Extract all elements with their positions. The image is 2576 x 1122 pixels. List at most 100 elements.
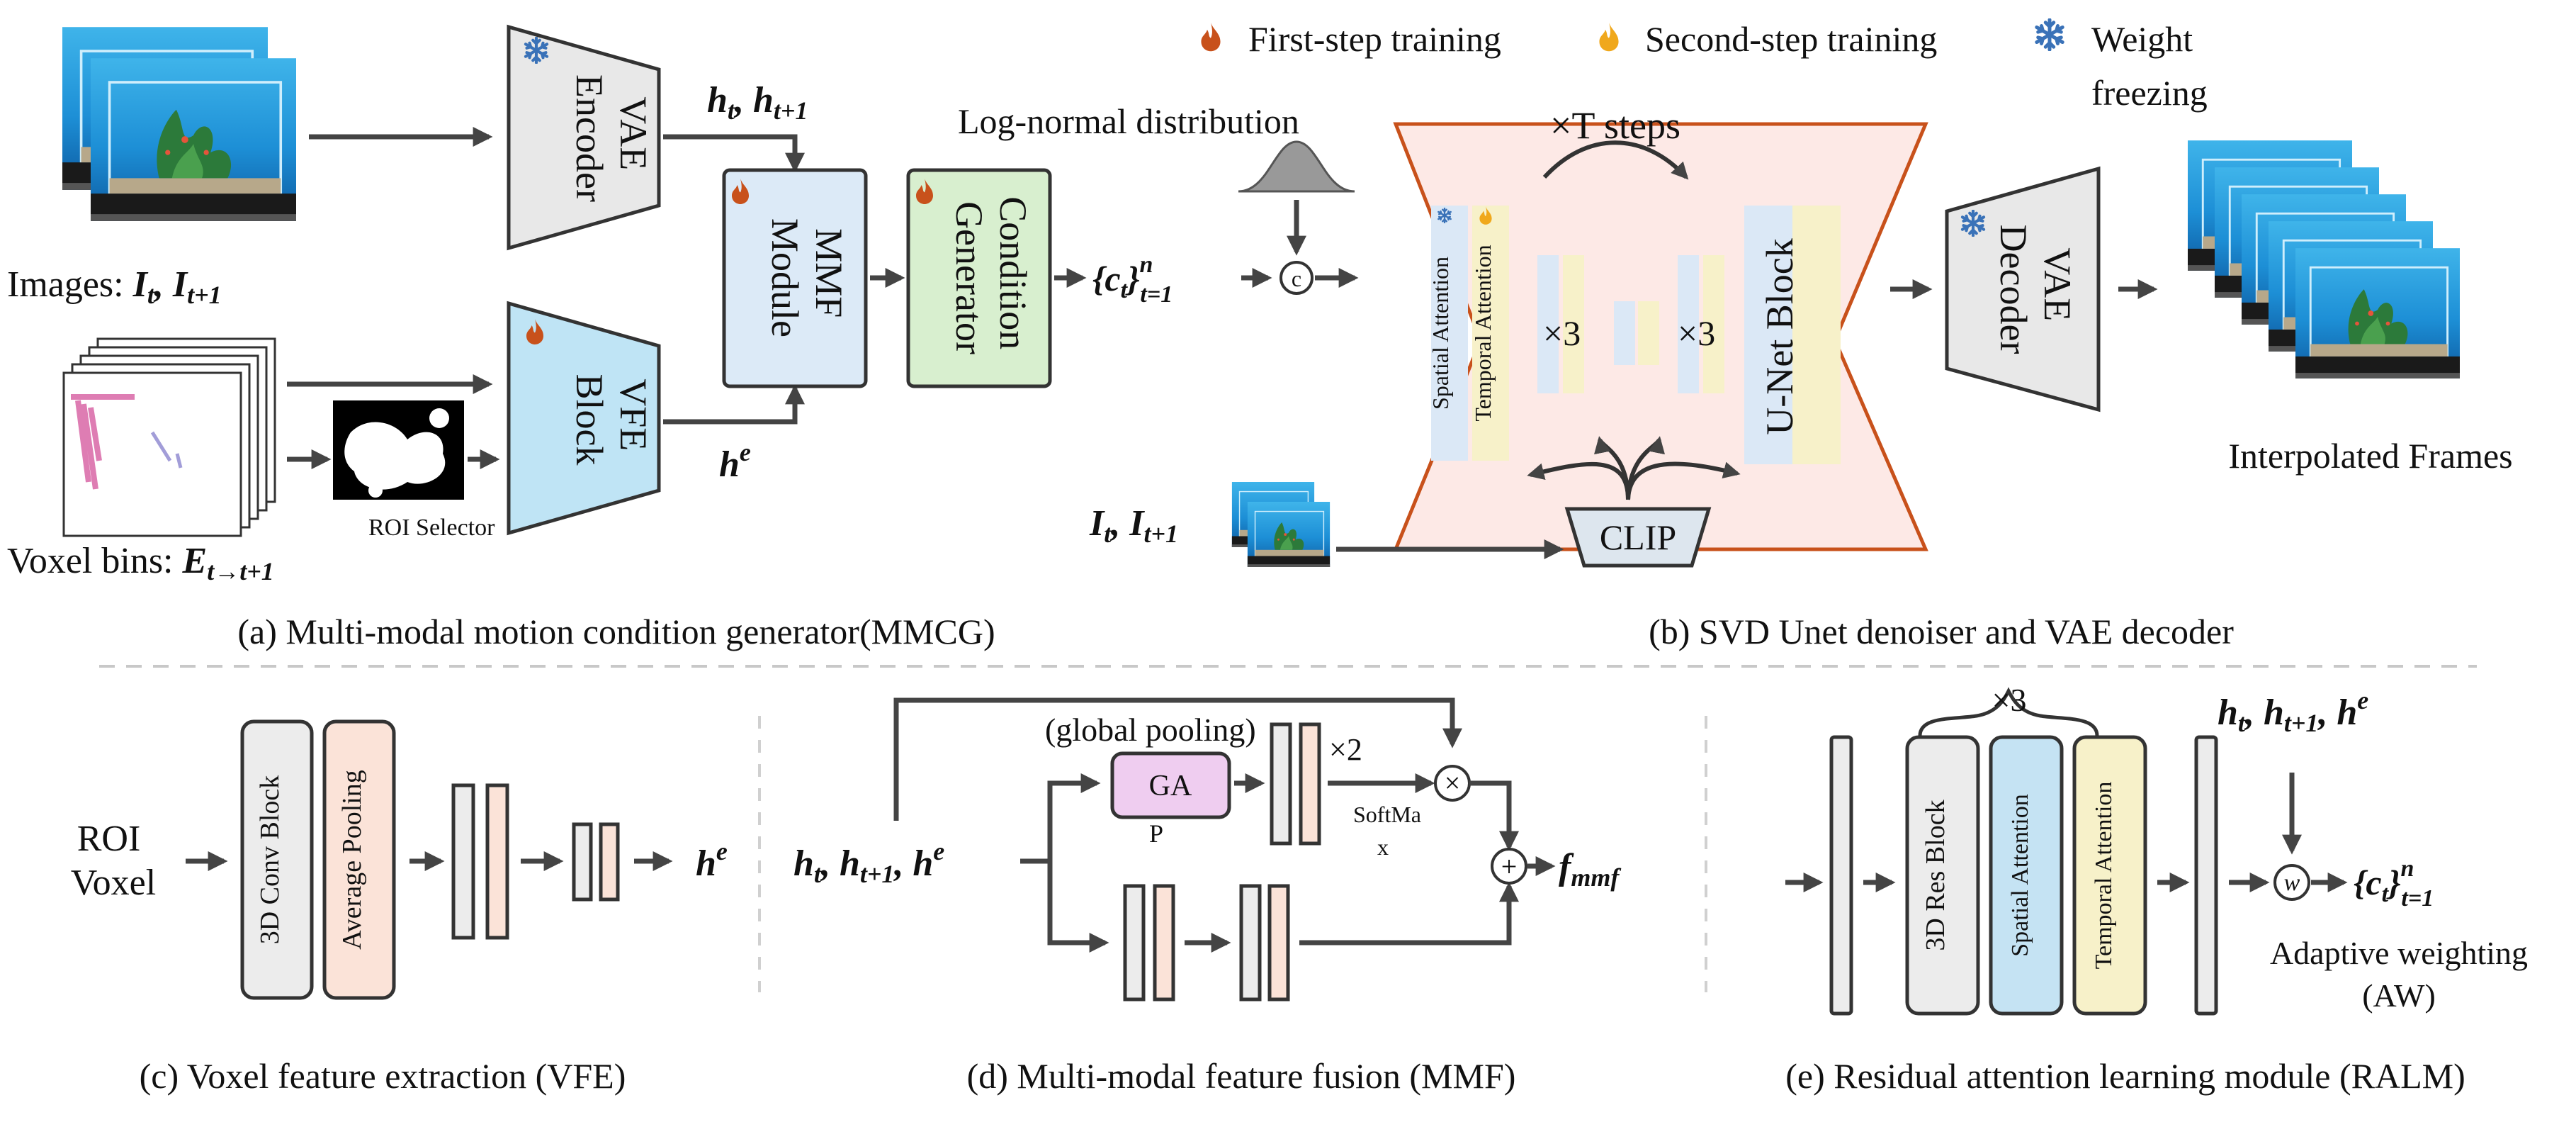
t-steps-label: ×T steps [1550,104,1680,147]
loop-arrow [1542,140,1689,180]
vae-encoder-line1: VAE [612,96,655,170]
roi-mask [333,400,464,500]
flame-icon [1201,22,1221,52]
vae-decoder: VAE Decoder [1945,166,2101,413]
feature-bars [1239,884,1290,1002]
vfe-output: he [696,837,728,884]
svd-input-math: It, It+1 [1089,503,1178,548]
svg-text:Images: It, It+1: Images: It, It+1 [7,264,222,309]
times3-b: ×3 [1678,313,1715,353]
svd-input-images [1231,482,1331,567]
res-block: 3D Res Block [1905,735,1980,1016]
svg-text:Condition Generator: Condition Generator [948,196,1034,359]
avg-pool-label: Average Pooling [337,770,367,950]
svg-text:VFE Block: VFE Block [568,374,655,466]
conv-block-label: 3D Conv Block [255,775,285,945]
legend-freeze-line2: freezing [2091,73,2208,113]
flame-icon [1599,22,1619,52]
w-symbol: w [2284,870,2300,896]
ralm-spatial-label: Spatial Attention [2007,794,2033,956]
caption-d: (d) Multi-modal feature fusion (MMF) [967,1056,1516,1096]
temporal-attention-label: Temporal Attention [1470,245,1496,421]
svg-text:VAE Encoder: VAE Encoder [568,74,655,202]
images-math: It, It+1 [132,264,222,309]
legend-freeze-line1: Weight [2091,19,2193,59]
snowflake-icon [2037,20,2062,50]
lognormal-curve [1238,140,1355,193]
arrow [1299,882,1519,946]
mmf-module: MMF Module [722,168,868,388]
multiply-symbol: × [1445,767,1461,799]
clip-label: CLIP [1600,517,1676,557]
h-e-label: he [719,438,751,485]
vae-decoder-line2: Decoder [1992,225,2035,354]
panel-vfe: ROI Voxel 3D Conv Block Average Pooling … [71,719,728,1096]
feature-bar [2194,735,2218,1016]
cg-line2: Generator [948,201,990,354]
gap-block: GA P [1110,751,1231,848]
arrow [663,384,805,425]
panel-mmf: ht, ht+1, he (global pooling) GA P ×2 So… [793,697,1621,1096]
caption-b: (b) SVD Unet denoiser and VAE decoder [1649,612,2234,651]
mmf-input: ht, ht+1, he [793,837,944,888]
res-block-label: 3D Res Block [1921,800,1950,950]
spatial-attention-block: Spatial Attention [1428,206,1468,461]
times2-label: ×2 [1329,732,1362,767]
caption-e: (e) Residual attention learning module (… [1785,1056,2465,1096]
panel-mmcg: Images: It, It+1 Voxel bins: Et→t+1 ROI … [7,24,1359,651]
vae-encoder-line2: Encoder [568,74,611,202]
legend-first-step: First-step training [1248,19,1501,59]
panel-svd: ×T steps Spatial Attention Temporal Atte… [1089,104,2513,651]
clip-encoder: CLIP [1564,507,1712,568]
global-pooling-label: (global pooling) [1045,712,1256,748]
concat-symbol: c [1292,266,1301,291]
times3-a: ×3 [1543,313,1581,353]
svg-text:Voxel bins: Et→t+1: Voxel bins: Et→t+1 [7,541,274,585]
plus-symbol: + [1501,851,1518,882]
vfe-block: VFE Block [507,301,661,536]
voxel-bins-stack [62,337,276,537]
ralm-h-inputs: ht, ht+1, he [2218,686,2368,737]
vfe-input-line1: ROI [77,819,141,859]
vae-decoder-line1: VAE [2036,247,2079,321]
vae-encoder: VAE Encoder [507,24,661,251]
aw-line1: Adaptive weighting [2270,935,2528,971]
panel-ralm: ×3 3D Res Block Spatial Attention Tempor… [1785,682,2528,1096]
mmf-line1: MMF [808,228,850,318]
skip-connection [893,697,1462,821]
lognormal-label: Log-normal distribution [958,101,1299,141]
concat-node [1279,261,1314,295]
ralm-temporal-label: Temporal Attention [2091,782,2117,970]
conv-block: 3D Conv Block [240,719,314,1000]
voxel-label: Voxel bins: [7,541,183,581]
ralm-spatial-attention: Spatial Attention [1989,735,2064,1016]
feature-bars [572,822,620,902]
ralm-times3: ×3 [1992,682,2027,718]
ralm-temporal-attention: Temporal Attention [2072,735,2147,1016]
legend-second-step: Second-step training [1645,19,1937,59]
images-label: Images: [7,264,133,305]
mmf-output: fmmf [1559,847,1621,892]
voxel-math: Et→t+1 [182,541,274,585]
arrow [1469,780,1519,851]
feature-bars [451,783,509,940]
svg-text:VAE Decoder: VAE Decoder [1992,225,2079,354]
vfe-input-line2: Voxel [71,863,156,903]
legend: First-step training Second-step training… [1201,19,2208,113]
svg-text:MMF Module: MMF Module [764,218,850,337]
arrow [1020,773,1101,864]
unet-inner-layers: ×3 ×3 [1537,255,1724,393]
vfe-line1: VFE [612,378,655,451]
interpolated-frames-stack [2188,139,2460,380]
arrow [1047,861,1109,953]
h-top-label: ht, ht+1 [707,80,808,125]
softmax-line2: x [1377,834,1389,860]
svg-text:ROI Voxel: ROI Voxel [71,819,156,903]
mmf-line2: Module [764,218,806,337]
spatial-attention-label: Spatial Attention [1428,257,1453,410]
temporal-attention-block: Temporal Attention [1470,206,1509,461]
aw-line2: (AW) [2362,977,2436,1014]
interpolated-frames-label: Interpolated Frames [2228,436,2512,476]
vfe-line2: Block [568,374,611,466]
